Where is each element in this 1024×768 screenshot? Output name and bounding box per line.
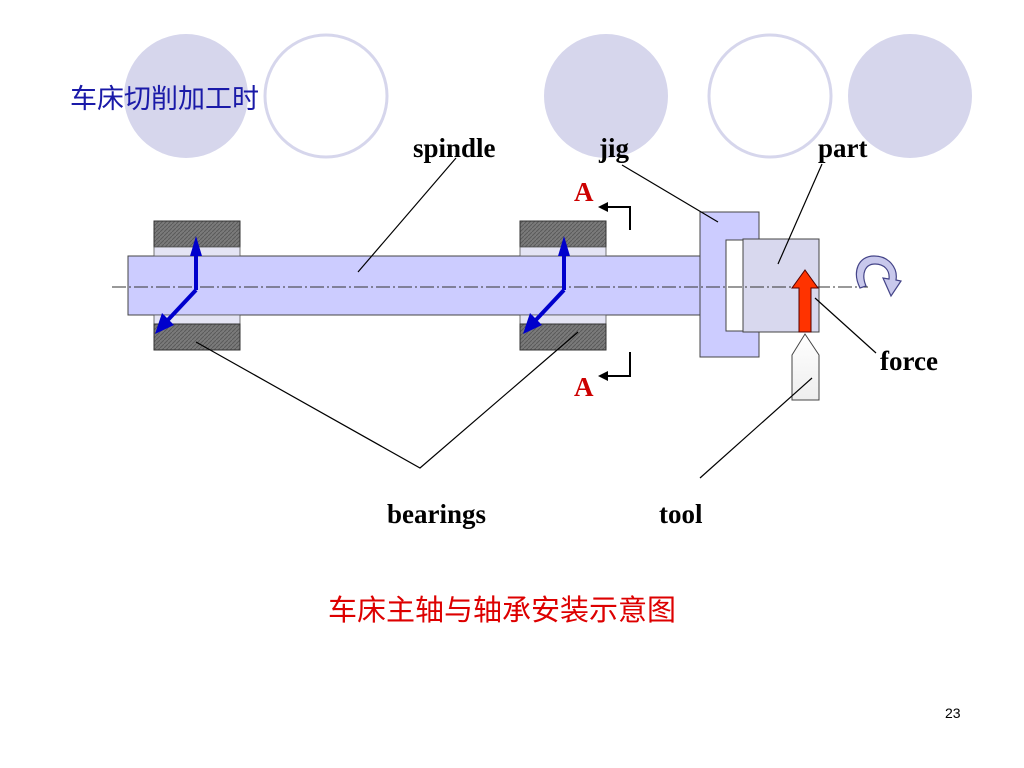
load-arrow-left-diagonal: [164, 288, 198, 324]
bearing-left-load-arrows: [155, 236, 202, 334]
section-label-bottom: A: [574, 372, 594, 402]
load-arrow-middle-diagonal: [532, 288, 566, 324]
load-arrow-left-vertical-head: [190, 236, 202, 256]
leader-spindle: [357, 157, 457, 273]
force-arrow: [791, 269, 819, 333]
section-mark-top-line: [605, 206, 631, 230]
label-tool: tool: [659, 499, 703, 529]
jig-insert: [725, 239, 744, 332]
spindle-shaft: [127, 255, 707, 316]
label-force: force: [880, 346, 938, 376]
leader-part: [777, 163, 823, 265]
section-mark-top: [598, 202, 631, 230]
decorative-circles: [124, 33, 972, 159]
leader-bearings: [195, 331, 579, 469]
section-label-top: A: [574, 177, 594, 207]
label-part: part: [818, 133, 868, 163]
label-bearings: bearings: [387, 499, 486, 529]
bearing-left-outer-bottom: [153, 323, 241, 351]
section-mark-bottom: [598, 352, 631, 381]
deco-circle-outline-2: [707, 33, 833, 159]
slide-title: 车床切削加工时: [70, 84, 259, 115]
load-arrow-middle-vertical-head: [558, 236, 570, 256]
load-arrow-left-diagonal-head: [155, 313, 174, 334]
deco-circle-outline-1: [263, 33, 389, 159]
cutting-tool: [791, 333, 820, 401]
deco-circle-filled-1: [124, 34, 248, 158]
section-mark-top-arrowhead: [598, 202, 608, 212]
page-number: 23: [945, 705, 961, 721]
leader-force: [814, 297, 877, 354]
deco-circle-filled-3: [848, 34, 972, 158]
rotation-arrow-icon: [855, 255, 902, 298]
leader-jig: [621, 164, 719, 223]
label-jig: jig: [598, 133, 629, 163]
bearing-middle-load-arrows: [523, 236, 570, 334]
deco-circle-filled-2: [544, 34, 668, 158]
label-spindle: spindle: [413, 133, 496, 163]
section-mark-bottom-arrowhead: [598, 371, 608, 381]
diagram-caption: 车床主轴与轴承安装示意图: [328, 593, 676, 627]
section-mark-bottom-line: [605, 352, 631, 377]
load-arrow-middle-diagonal-head: [523, 313, 542, 334]
leader-tool: [699, 377, 813, 479]
